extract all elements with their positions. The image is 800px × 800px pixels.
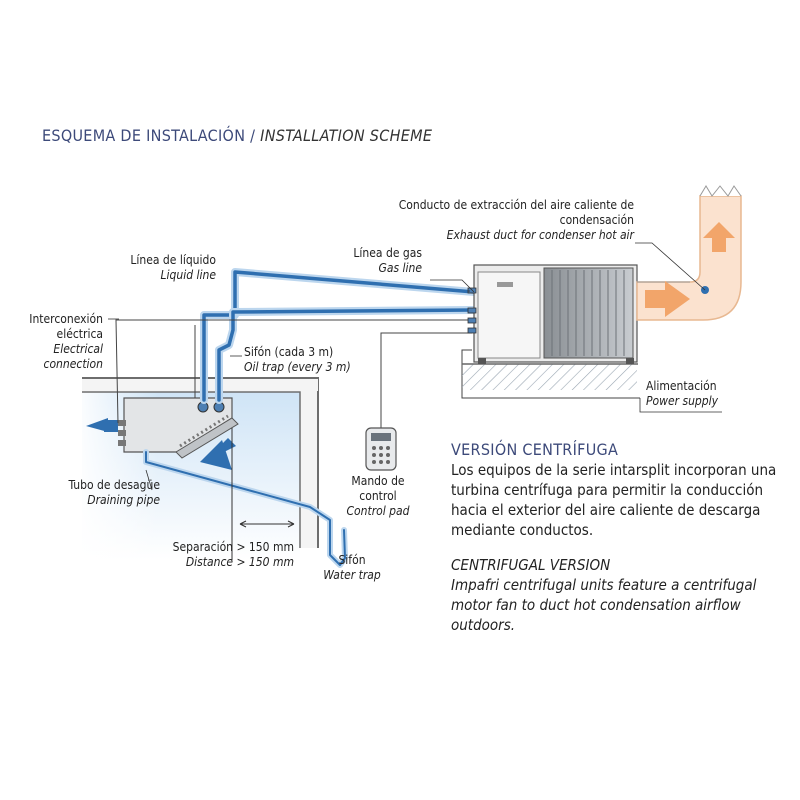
liquid-line-label: Línea de líquido Liquid line	[110, 253, 216, 283]
exhaust-duct-label-es-1: Conducto de extracción del aire caliente…	[398, 198, 634, 212]
oil-trap-label-en: Oil trap (every 3 m)	[244, 360, 351, 374]
control-pad-label-en: Control pad	[346, 504, 410, 518]
draining-pipe-label: Tubo de desagüe Draining pipe	[40, 478, 160, 508]
control-pad-label-es-2: control	[359, 489, 397, 503]
description-block: VERSIÓN CENTRÍFUGA Los equipos de la ser…	[451, 440, 791, 635]
electrical-label: Interconexión eléctrica Electrical conne…	[10, 312, 103, 372]
electrical-label-es-2: eléctrica	[56, 327, 103, 341]
electrical-label-en-2: connection	[43, 357, 103, 371]
control-pad-label-es-1: Mando de	[351, 474, 405, 488]
electrical-label-es-1: Interconexión	[29, 312, 103, 326]
gas-line-pipe	[215, 306, 478, 404]
control-pad-wire	[380, 332, 472, 430]
draining-pipe-label-en: Draining pipe	[87, 493, 160, 507]
return-air-arrow	[200, 438, 236, 470]
distance-label-en: Distance > 150 mm	[185, 555, 294, 569]
cold-air-arrow	[86, 418, 118, 432]
description-heading-es: VERSIÓN CENTRÍFUGA	[451, 440, 619, 459]
ceiling-wall-inner	[82, 391, 301, 548]
power-supply-label-en: Power supply	[646, 394, 719, 408]
distance-label-es: Separación > 150 mm	[172, 540, 294, 554]
water-trap-label: Sifón Water trap	[314, 553, 390, 583]
electrical-line	[115, 319, 480, 424]
control-pad-label: Mando de control Control pad	[338, 474, 418, 519]
description-body-es: Los equipos de la serie intarsplit incor…	[451, 461, 777, 539]
gas-line-label-en: Gas line	[378, 261, 422, 275]
control-pad-icon	[365, 427, 397, 471]
gas-line-label-es: Línea de gas	[353, 246, 422, 260]
title-en: INSTALLATION SCHEME	[260, 126, 433, 145]
power-supply-label: Alimentación Power supply	[646, 379, 718, 409]
title-es: ESQUEMA DE INSTALACIÓN /	[42, 126, 256, 145]
gas-line-label: Línea de gas Gas line	[340, 246, 422, 276]
oil-trap-label-es: Sifón (cada 3 m)	[244, 345, 334, 359]
electrical-label-en-1: Electrical	[53, 342, 103, 356]
ceiling-wall-outline	[82, 377, 319, 548]
liquid-line-label-en: Liquid line	[160, 268, 216, 282]
description-heading-en: CENTRIFUGAL VERSION	[451, 556, 611, 574]
oil-trap-label: Sifón (cada 3 m) Oil trap (every 3 m)	[244, 345, 351, 375]
hot-air-arrow	[645, 222, 735, 317]
distance-label: Separación > 150 mm Distance > 150 mm	[150, 540, 294, 570]
condensing-unit	[462, 264, 638, 390]
distance-dimension	[231, 428, 295, 560]
water-trap-label-es: Sifón	[338, 553, 366, 567]
description-body-en: Impafri centrifugal units feature a cent…	[451, 576, 757, 634]
leader-lines	[108, 242, 722, 491]
power-supply-label-es: Alimentación	[646, 379, 717, 393]
page-title: ESQUEMA DE INSTALACIÓN / INSTALLATION SC…	[42, 126, 432, 145]
draining-pipe-label-es: Tubo de desagüe	[68, 478, 160, 492]
draining-pipe	[143, 449, 348, 568]
exhaust-duct-label: Conducto de extracción del aire caliente…	[372, 198, 634, 243]
wall-slab	[301, 391, 317, 548]
water-trap-label-en: Water trap	[323, 568, 381, 582]
exhaust-duct-label-en: Exhaust duct for condenser hot air	[446, 228, 634, 242]
evaporator-unit	[118, 397, 239, 459]
exhaust-duct-label-es-2: condensación	[559, 213, 634, 227]
liquid-line-label-es: Línea de líquido	[130, 253, 216, 267]
